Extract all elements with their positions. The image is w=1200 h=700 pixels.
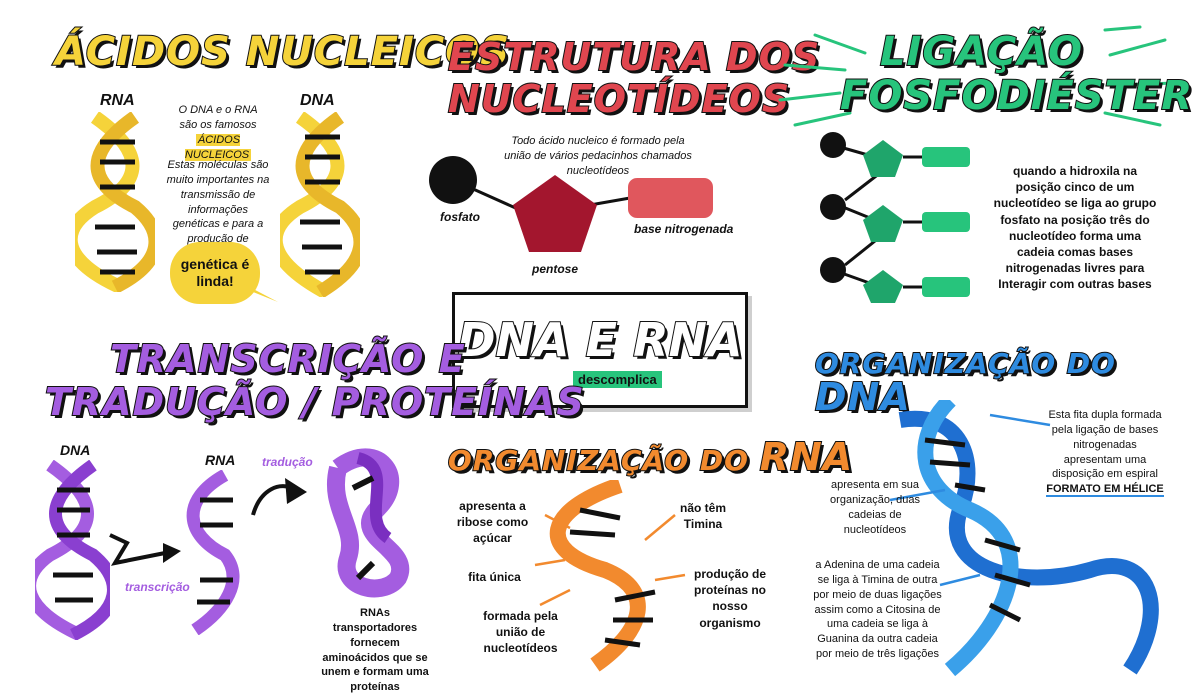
title-ligacao-line-2: FOSFODIÉSTER [839,73,1194,119]
label-transcricao: transcrição [125,580,190,594]
pentose-pentagon [513,175,597,252]
fosfato-circle [429,156,477,204]
label-pentose: pentose [532,262,579,276]
estrutura-intro: Todo ácido nucleico é formado pela união… [504,135,692,177]
org-dna-text-1: Esta fita dupla formada pela ligação de … [1045,408,1165,498]
title-org-dna: ORGANIZAÇÃO DO DNA [814,347,1200,419]
acidos-text-line-2: são os famosos [179,118,257,131]
acidos-text-intro: O DNA e o RNA são os famosos ÁCIDOS NUCL… [168,103,268,162]
center-title: DNA E RNA [456,312,743,368]
title-org-rna-part-b: RNA [759,435,854,479]
title-estrutura-line-1: ESTRUTURA DOS [447,35,821,79]
title-org-dna-part-a: ORGANIZAÇÃO DO [814,347,1116,380]
speech-bubble: genética é linda! [170,242,260,304]
org-rna-left-3: formada pela união de nucleotídeos [483,609,558,656]
title-transcricao-line-1: TRANSCRIÇÃO E [109,337,466,381]
logo-part-a: des [578,372,601,387]
label-rna: RNA [100,92,135,109]
org-rna-left-1: apresenta a ribose como açúcar [456,499,529,546]
org-rna-right-1: não têm Timina [679,501,726,532]
transcricao-text: RNAs transportadores fornecem aminoácido… [321,607,429,694]
acidos-text-line-1: O DNA e o RNA [178,104,258,116]
org-dna-text-3: a Adenina de uma cadeia se liga à Timina… [813,559,942,661]
org-rna-right-2: produção de proteínas no nosso organismo [693,567,766,630]
title-org-dna-part-b: DNA [814,375,911,419]
label-traducao: tradução [262,455,313,469]
burst-lines-decoration [778,25,1177,127]
descomplica-logo: descomplica [573,371,662,388]
org-dna-text-2: apresenta em sua organização, duas cadei… [830,479,920,536]
title-transcricao-line-2: TRADUÇÃO / PROTEÍNAS [44,380,585,424]
protein-ribbon [327,448,410,598]
label-dna: DNA [300,92,335,109]
blue-dna-helix [890,400,1159,677]
base-rect [628,178,713,218]
speech-bubble-text: genética é linda! [180,256,250,289]
org-dna-text-1-body: Esta fita dupla formada pela ligação de … [1048,409,1162,481]
nucleotide-diagram [429,156,713,252]
purple-rna-strand [186,470,240,635]
speech-bubble-tail [240,282,278,302]
title-org-rna-part-a: ORGANIZAÇÃO DO [447,444,749,477]
label-fosfato: fosfato [440,210,480,224]
logo-part-b: complica [600,372,657,387]
phosphodiester-chain-diagram [820,132,970,303]
title-ligacao-line-1: LIGAÇÃO [879,29,1084,75]
title-acidos-nucleicos: ÁCIDOS NUCLEICOS [54,29,511,75]
label-base-nitrogenada: base nitrogenada [634,222,734,236]
rna-helix-illustration [75,112,155,292]
orange-rna-strand [534,480,686,672]
org-rna-left-2: fita única [468,570,521,584]
org-dna-formato-helice: FORMATO EM HÉLICE [1046,483,1164,498]
arrow-transcricao [109,533,181,566]
title-estrutura-line-2: NUCLEOTÍDEOS [447,77,791,121]
ligacao-text: quando a hidroxila na posição cinco de u… [993,164,1157,292]
transcricao-label-rna: RNA [205,452,236,468]
arrow-traducao [251,478,307,516]
center-title-box: DNA E RNA descomplica [452,292,748,408]
acidos-highlight: ÁCIDOS NUCLEICOS [184,133,252,161]
transcricao-label-dna: DNA [60,442,91,458]
dna-helix-illustration [280,112,360,297]
title-org-rna: ORGANIZAÇÃO DO RNA [447,435,854,479]
purple-dna-helix [35,460,110,640]
